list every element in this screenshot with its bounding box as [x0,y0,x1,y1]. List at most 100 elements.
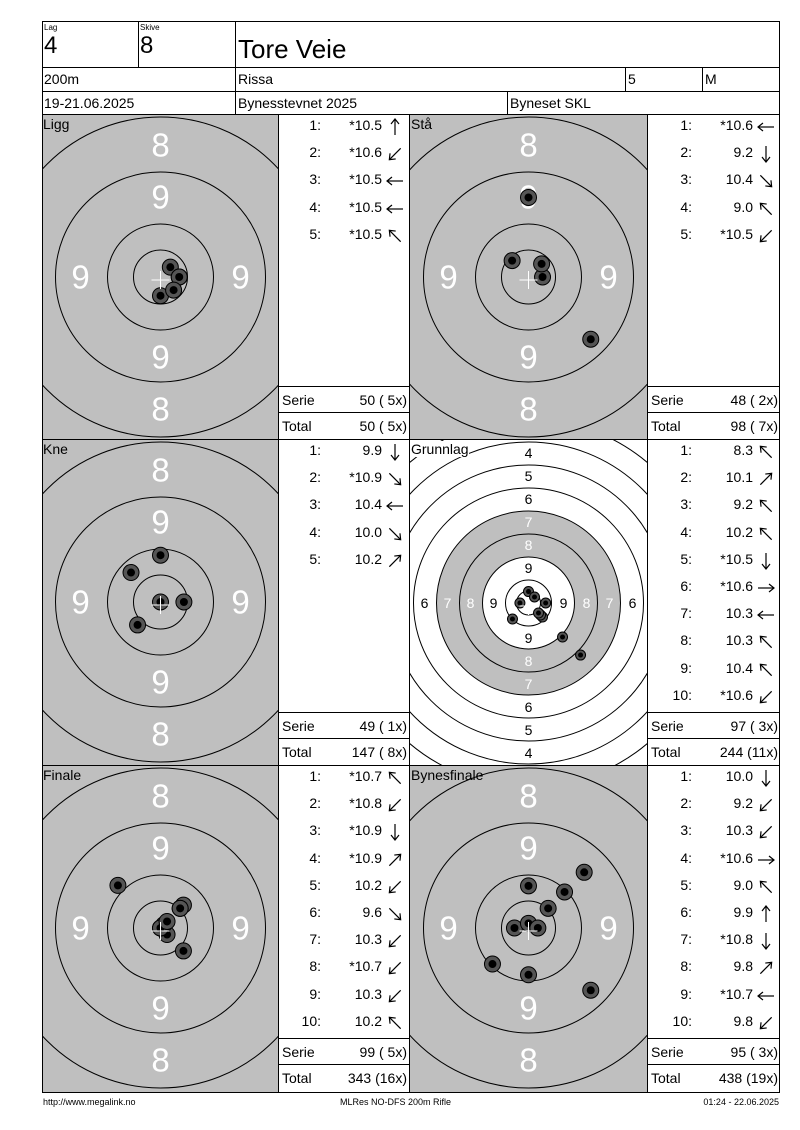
shot-score: *10.7 [349,958,382,975]
shot-row: 2:9.2 [648,795,780,815]
shot-score: 9.8 [733,958,753,975]
shot-direction [385,199,405,219]
panel-title-grunnlag: Grunnlag [411,441,469,457]
shot-number: 10: [301,1012,321,1029]
shot-row: 4:*10.9 [279,850,409,870]
shot-number: 8: [680,958,692,975]
shot-row: 1: 9.9 [279,442,409,462]
arrow-down-left-icon [388,962,402,975]
total-label: Total [651,418,681,434]
shot-number: 5: [309,550,321,567]
serie-label: Serie [651,392,684,408]
shot-core [488,960,497,969]
shot-score: *10.7 [720,985,753,1002]
shot-score: 10.3 [725,605,753,622]
footer-timestamp: 01:24 - 22.06.2025 [703,1097,779,1107]
shot-core [524,881,533,890]
arrow-up-right-icon [388,853,402,866]
shot-direction [385,144,405,164]
arrow-down-right-icon [388,473,402,486]
ring-inner-ten [501,249,556,305]
shot-direction [756,578,776,598]
arrow-up-right-icon [759,472,773,486]
shot-number: 5: [309,225,321,242]
shot-direction [385,822,405,842]
shot-score: 9.2 [733,144,753,161]
serie-value: 97 ( 3x) [730,718,778,734]
shot-core [179,946,188,955]
shot-score: 10.2 [725,523,753,540]
shot-number: 6: [680,904,692,920]
shot-row: 5:10.2 [279,877,409,897]
shot-row: 7:*10.8 [648,931,780,951]
serie-value: 99 ( 5x) [359,1044,407,1060]
ring-label-8: 8 [151,778,169,815]
shot-row: 3:*10.9 [279,822,409,842]
shot-number: 1: [309,117,321,133]
ring-label-5: 5 [525,722,533,738]
shot-score: *10.6 [349,144,382,161]
ring-9 [423,171,634,383]
shot-score: 9.2 [733,795,753,812]
shot-number: 8: [680,632,692,649]
shot-number: 9: [680,985,692,1002]
shot-score: *10.5 [349,225,382,242]
ring-label-9: 9 [519,990,537,1027]
footer-url[interactable]: http://www.megalink.no [43,1097,136,1107]
arrow-up-left-icon [759,500,773,513]
total-label: Total [282,1070,312,1086]
shot-direction [756,632,776,652]
shot-core [560,634,566,640]
shot-number: 6: [680,578,692,594]
shot-row: 3:10.4 [279,496,409,516]
shot-direction [385,877,405,897]
shot-score: 10.2 [354,876,382,893]
shot-row: 2:9.2 [648,144,780,164]
shot-score: 9.9 [362,442,382,458]
shot-score: *10.9 [349,822,382,839]
ring-label-9: 9 [71,259,89,296]
shot-core [543,600,549,606]
ring-label-8: 8 [151,1042,169,1079]
ring-label-8: 8 [519,778,537,815]
ring-label-bg [521,513,536,531]
shot-row: 7:10.3 [648,605,780,625]
arrow-down-left-icon [388,148,402,161]
ring-label-bg [441,594,454,612]
shot-score: *10.7 [349,768,382,784]
shot-direction [385,931,405,951]
ring-label-8: 8 [519,127,537,164]
shot-row: 5: *10.5 [279,226,409,246]
ring-10 [107,874,214,982]
shot-number: 2: [309,795,321,812]
serie-value: 49 ( 1x) [359,718,407,734]
arrow-down-left-icon [759,690,773,704]
shot-score: 10.3 [725,822,753,839]
shot-direction [756,822,776,842]
ring-5 [410,464,647,742]
arrow-up-left-icon [388,771,402,785]
shot-direction [756,1013,776,1033]
shot-direction [756,524,776,544]
shot-number: 7: [680,931,692,948]
shot-row: 3:9.2 [648,496,780,516]
ring-label-7: 7 [444,595,452,611]
ring-6 [413,487,644,719]
arrow-up-left-icon [759,636,773,649]
shot-direction [756,660,776,680]
shot-score: *10.5 [720,225,753,242]
shot-number: 2: [309,469,321,486]
shot-number: 1: [309,442,321,458]
ring-8 [410,767,647,1089]
shot-score: 10.3 [354,985,382,1002]
ring-label-bg [580,594,593,612]
shot-number: 4: [309,198,321,215]
shot-direction [385,442,405,462]
